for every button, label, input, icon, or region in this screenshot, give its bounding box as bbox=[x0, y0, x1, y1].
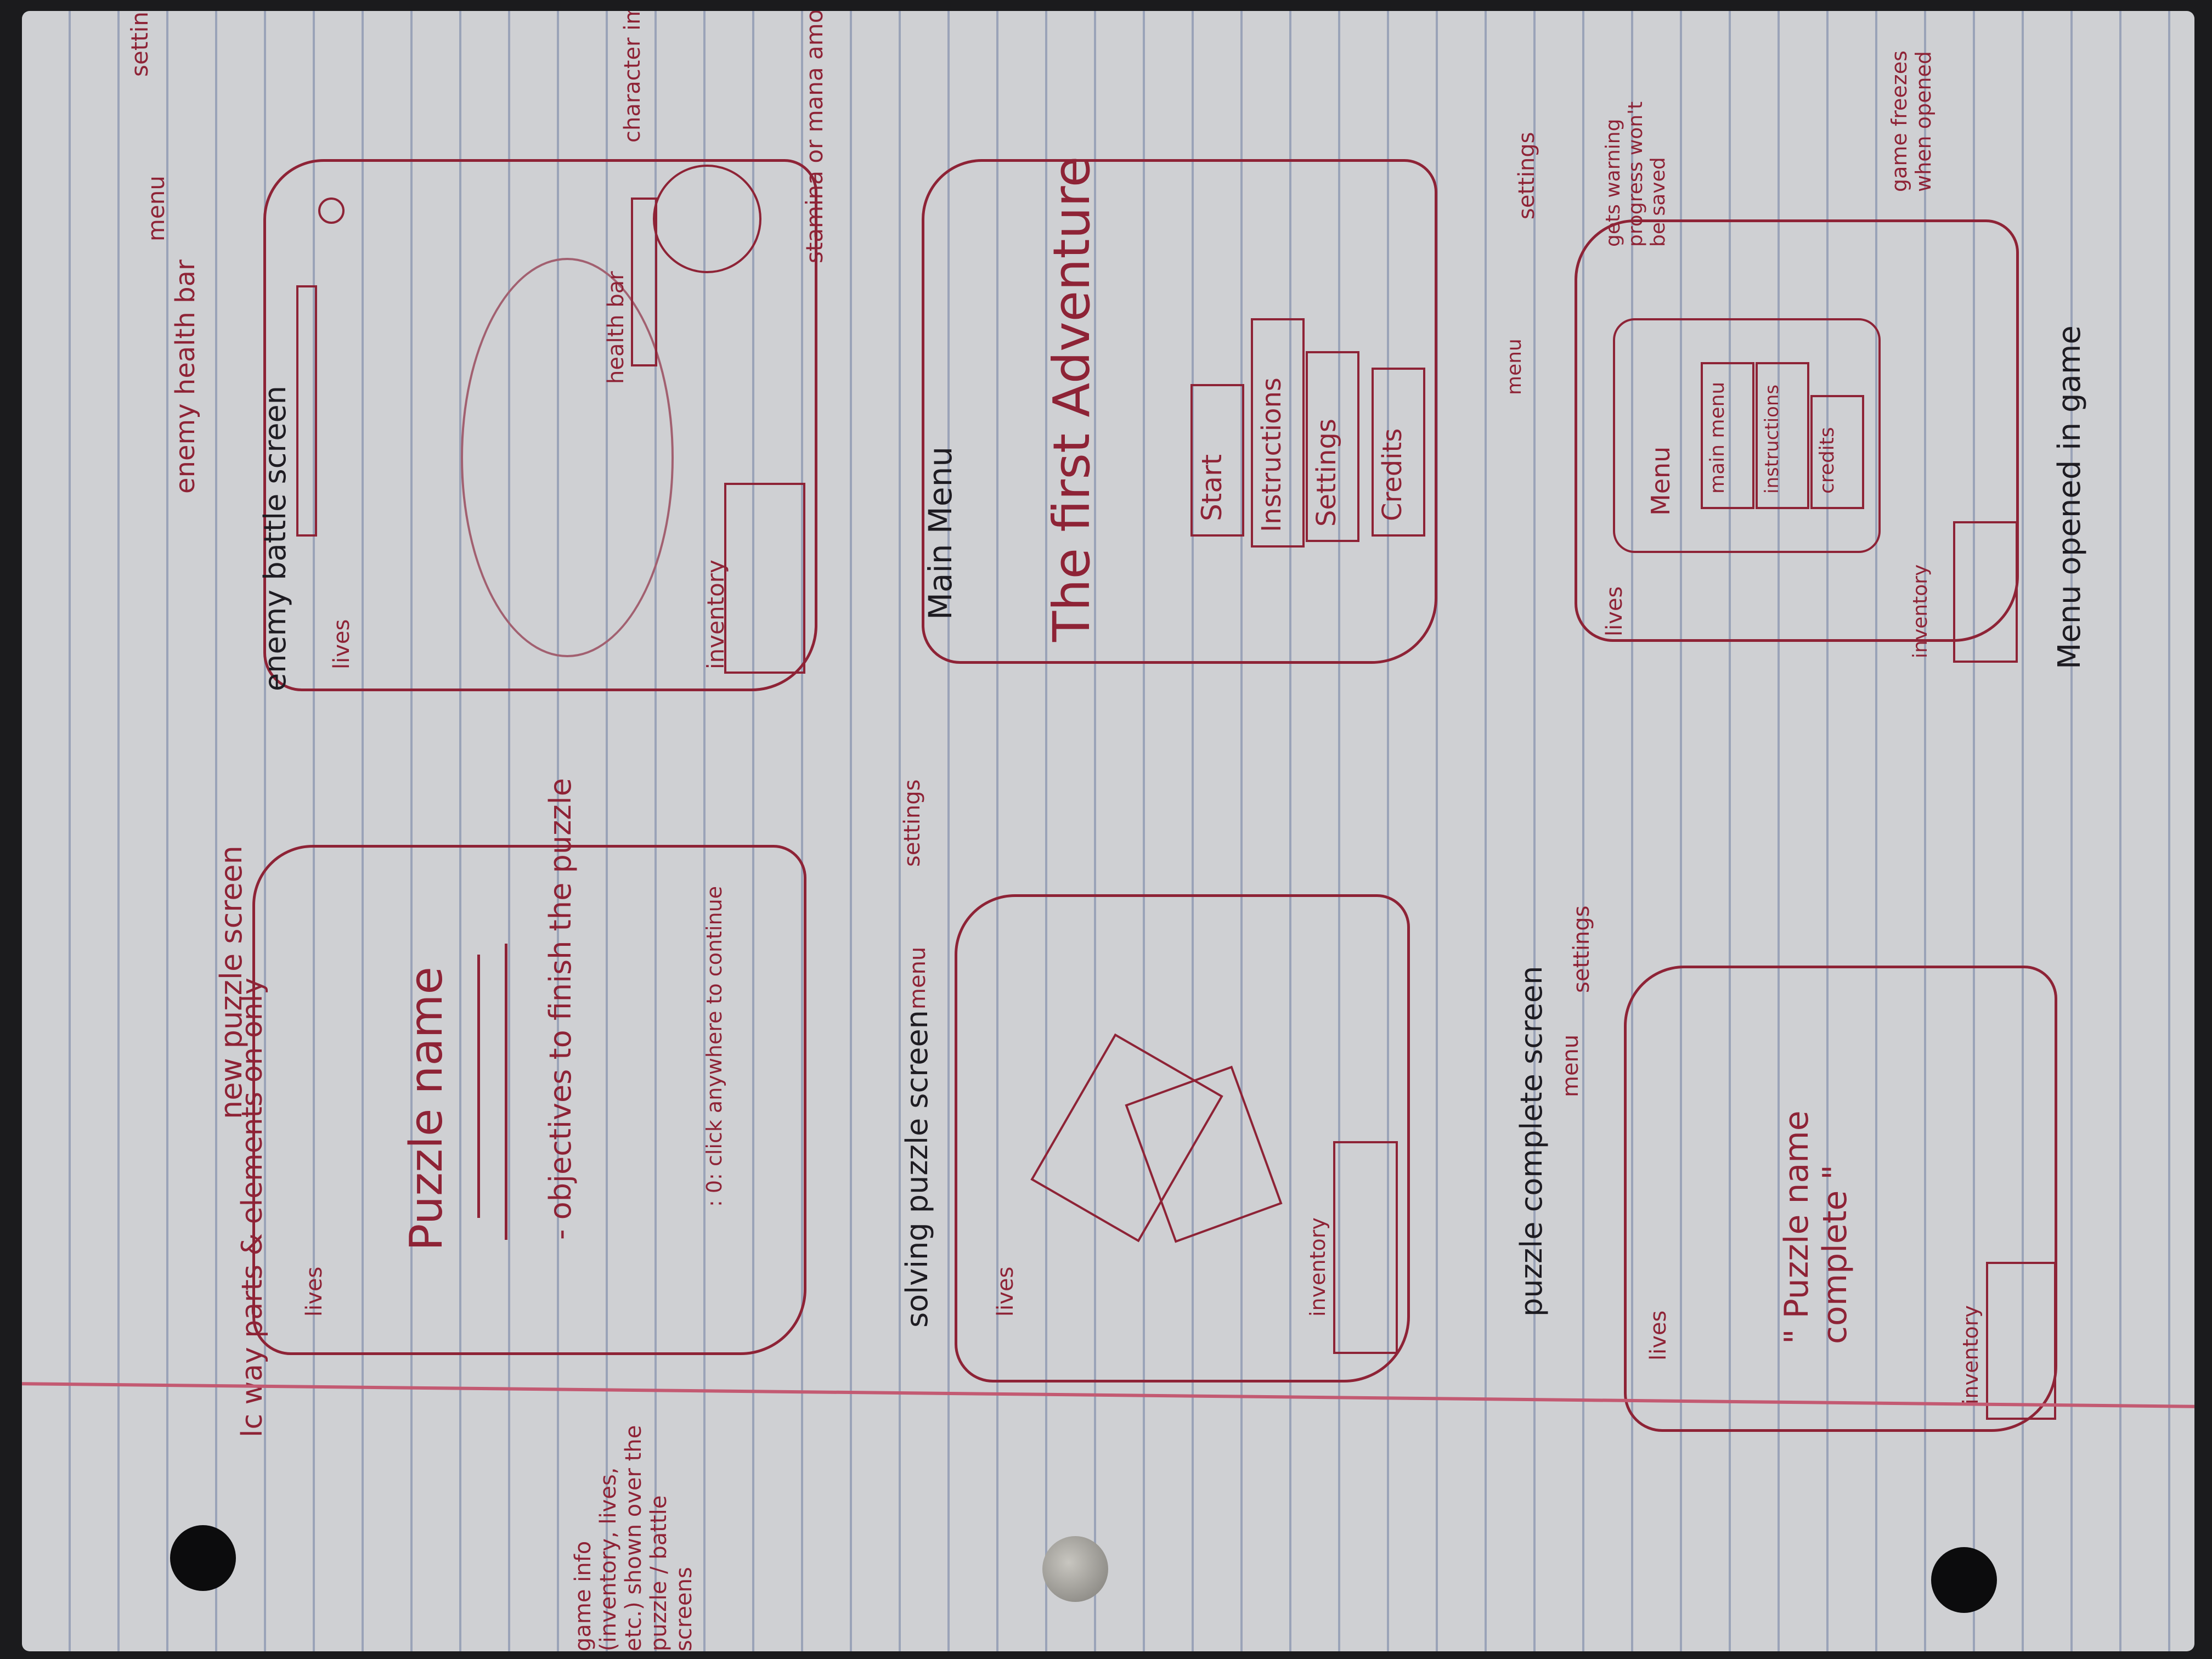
enemy-health-bar bbox=[296, 285, 317, 537]
new-puzzle-lives: lives bbox=[302, 1266, 327, 1317]
solving-inventory-label: inventory bbox=[1306, 1217, 1330, 1317]
solving-caption: solving puzzle screen bbox=[900, 1010, 934, 1328]
instructions-btn-label: instructions bbox=[1761, 384, 1783, 494]
main-menu-caption: Main Menu bbox=[922, 446, 959, 620]
settings-button-label: Settings bbox=[1311, 419, 1342, 527]
in-game-menu-title: Menu bbox=[1646, 446, 1675, 516]
side-note: game info (inventory, lives, etc.) shown… bbox=[571, 1425, 697, 1651]
start-button-label: Start bbox=[1196, 454, 1228, 521]
battle-lives: lives bbox=[329, 619, 354, 669]
settings-button[interactable] bbox=[1306, 351, 1359, 542]
frame-puzzle-complete bbox=[1624, 966, 2057, 1432]
credits-button[interactable] bbox=[1372, 368, 1425, 537]
main-menu-btn[interactable] bbox=[1701, 362, 1754, 509]
main-menu-btn-label: main menu bbox=[1706, 381, 1729, 494]
progress-note: gets warning progress won't be saved bbox=[1602, 101, 1669, 247]
solving-settings-label: settings bbox=[900, 779, 925, 867]
complete-settings-label: settings bbox=[1569, 905, 1594, 993]
complete-inventory-grid bbox=[1986, 1262, 2056, 1420]
new-puzzle-note: lc way parts & elements on only bbox=[236, 978, 269, 1437]
battle-caption: enemy battle screen bbox=[258, 385, 292, 691]
frame-new-puzzle bbox=[252, 845, 806, 1355]
binder-hole-middle bbox=[1042, 1536, 1108, 1602]
stamina-label: stamina or mana amount bbox=[801, 11, 828, 263]
character-image-circle bbox=[653, 165, 761, 273]
in-game-menu-panel bbox=[1613, 318, 1881, 553]
binder-hole-top bbox=[170, 1525, 236, 1591]
battle-arena-oval bbox=[461, 258, 674, 657]
instructions-button[interactable] bbox=[1251, 318, 1305, 548]
puzzle-complete-message: " Puzzle name complete " bbox=[1778, 1110, 1854, 1344]
enemy-health-label: enemy health bar bbox=[170, 259, 201, 494]
battle-settings-label: settings bbox=[126, 11, 153, 77]
credits-btn-label: credits bbox=[1816, 427, 1838, 494]
player-health-bar bbox=[631, 198, 657, 366]
health-bar-label: health bar bbox=[603, 271, 629, 384]
menu-game-inventory-grid bbox=[1953, 521, 2018, 663]
menu-game-settings-label: settings bbox=[1514, 132, 1539, 219]
title-underline-2 bbox=[505, 944, 507, 1240]
settings-icon[interactable] bbox=[318, 198, 345, 224]
frame-battle bbox=[263, 159, 817, 691]
solving-inventory-grid bbox=[1333, 1141, 1398, 1354]
complete-menu-label: menu bbox=[1558, 1034, 1583, 1097]
menu-game-inventory-label: inventory bbox=[1909, 564, 1932, 658]
menu-in-game-caption: Menu opened in game bbox=[2052, 325, 2087, 669]
menu-game-menu-label: menu bbox=[1503, 338, 1526, 395]
character-image-label: character image bbox=[620, 11, 645, 143]
menu-game-lives: lives bbox=[1602, 586, 1627, 636]
credits-btn[interactable] bbox=[1810, 395, 1864, 509]
solving-lives: lives bbox=[993, 1266, 1018, 1317]
game-title: The first Adventure bbox=[1042, 156, 1101, 642]
complete-lives: lives bbox=[1646, 1310, 1671, 1361]
title-underline-1 bbox=[477, 955, 480, 1218]
complete-inventory-label: inventory bbox=[1959, 1305, 1983, 1404]
new-puzzle-objective: - objectives to finish the puzzle bbox=[543, 778, 578, 1240]
frame-menu-in-game bbox=[1575, 219, 2019, 642]
freeze-note: game freezes when opened bbox=[1887, 50, 1936, 192]
credits-button-label: Credits bbox=[1377, 428, 1408, 521]
binder-hole-bottom bbox=[1931, 1547, 1997, 1613]
battle-inventory-grid bbox=[724, 483, 805, 674]
instructions-button-label: Instructions bbox=[1256, 377, 1287, 532]
solving-menu-label: menu bbox=[905, 946, 930, 1009]
puzzle-complete-caption: puzzle complete screen bbox=[1514, 966, 1549, 1317]
frame-main-menu bbox=[922, 159, 1437, 664]
frame-solving-puzzle bbox=[955, 894, 1410, 1383]
puzzle-name-title: Puzzle name bbox=[400, 967, 453, 1251]
start-button[interactable] bbox=[1190, 384, 1244, 537]
notebook-page: new puzzle screen lc way parts & element… bbox=[22, 11, 2194, 1651]
instructions-btn[interactable] bbox=[1756, 362, 1809, 509]
battle-menu-label: menu bbox=[143, 176, 170, 241]
new-puzzle-hint: : 0: click anywhere to continue bbox=[702, 885, 726, 1207]
